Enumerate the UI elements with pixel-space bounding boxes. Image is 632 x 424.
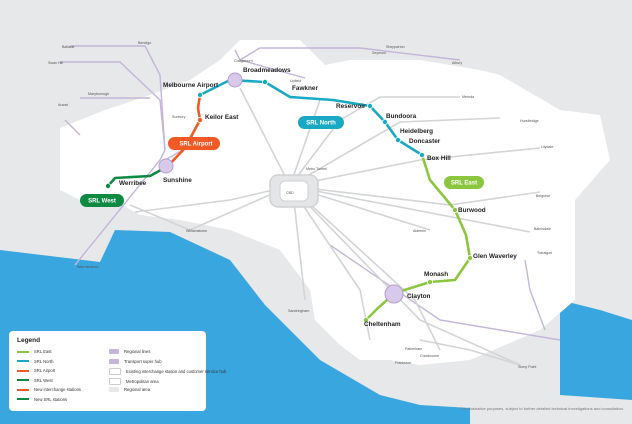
legend-item: SRL West bbox=[17, 378, 53, 383]
legend-item: Regional lines bbox=[109, 349, 150, 354]
svg-text:Williamstown: Williamstown bbox=[186, 229, 207, 233]
svg-text:Melbourne Airport: Melbourne Airport bbox=[163, 82, 219, 89]
srl-west-line bbox=[107, 164, 169, 187]
legend-swatch bbox=[109, 349, 119, 354]
place-labels: Ballarat Bendigo Swan Hill Maryborough A… bbox=[48, 41, 553, 369]
legend-swatch bbox=[17, 350, 29, 353]
svg-text:Sunshine: Sunshine bbox=[163, 177, 192, 184]
svg-text:Seymour: Seymour bbox=[372, 51, 387, 55]
svg-text:Hurstbridge: Hurstbridge bbox=[520, 119, 539, 123]
legend-item: SRL East bbox=[17, 349, 52, 354]
svg-text:Maryborough: Maryborough bbox=[88, 92, 109, 96]
svg-text:Cheltenham: Cheltenham bbox=[364, 321, 401, 328]
legend-label: Regional area bbox=[124, 387, 151, 392]
svg-text:Pakenham: Pakenham bbox=[405, 347, 422, 351]
svg-text:Glen Waverley: Glen Waverley bbox=[473, 253, 517, 260]
disclaimer-text: For illustrative purposes, subject to fu… bbox=[460, 406, 624, 411]
srl-stations bbox=[105, 79, 473, 323]
legend-item: SRL North bbox=[17, 359, 53, 364]
svg-text:Werribee: Werribee bbox=[119, 180, 147, 187]
svg-text:Clayton: Clayton bbox=[407, 293, 431, 300]
svg-text:SRL West: SRL West bbox=[88, 199, 116, 205]
svg-text:Cranbourne: Cranbourne bbox=[420, 354, 439, 358]
legend-swatch bbox=[109, 358, 119, 364]
svg-text:Mernda: Mernda bbox=[462, 95, 474, 99]
badge-srl-east: SRL East bbox=[444, 176, 484, 189]
broadmeadows-hub bbox=[227, 72, 243, 88]
svg-text:Ballarat: Ballarat bbox=[62, 45, 74, 49]
svg-text:Bairnsdale: Bairnsdale bbox=[534, 227, 551, 231]
svg-text:Fawkner: Fawkner bbox=[292, 85, 318, 92]
legend-item: Transport super hub bbox=[109, 358, 162, 364]
svg-text:Heidelberg: Heidelberg bbox=[400, 128, 433, 135]
legend-item: Regional area bbox=[109, 387, 150, 392]
srl-east-line bbox=[365, 154, 472, 321]
legend-label: SRL North bbox=[34, 358, 54, 364]
svg-text:Swan Hill: Swan Hill bbox=[48, 61, 63, 65]
legend-swatch bbox=[109, 377, 121, 385]
svg-text:Monash: Monash bbox=[424, 271, 448, 278]
svg-text:Warrnambool: Warrnambool bbox=[77, 265, 99, 269]
svg-text:CBD: CBD bbox=[286, 191, 294, 195]
svg-text:Frankston: Frankston bbox=[395, 361, 411, 365]
svg-text:SRL North: SRL North bbox=[306, 121, 336, 127]
legend-label: Regional lines bbox=[124, 349, 151, 354]
legend-item: New interchange stations bbox=[17, 387, 81, 392]
svg-text:Albury: Albury bbox=[452, 61, 462, 65]
svg-text:Keilor East: Keilor East bbox=[205, 114, 239, 121]
legend-title: Legend bbox=[17, 337, 41, 344]
legend-swatch bbox=[17, 388, 29, 391]
legend-label: Existing interchange station and custome… bbox=[126, 369, 227, 374]
svg-text:SRL Airport: SRL Airport bbox=[179, 142, 212, 148]
legend-item: Metropolitan area bbox=[109, 377, 159, 385]
legend-label: Metropolitan area bbox=[126, 378, 159, 384]
svg-text:SRL East: SRL East bbox=[451, 181, 477, 187]
legend-swatch bbox=[17, 379, 29, 381]
legend-label: Transport super hub bbox=[124, 358, 162, 364]
legend-label: SRL East bbox=[34, 349, 52, 354]
badge-srl-airport: SRL Airport bbox=[168, 137, 220, 150]
svg-text:Bendigo: Bendigo bbox=[138, 41, 151, 45]
svg-text:Traralgon: Traralgon bbox=[537, 251, 552, 255]
legend-swatch bbox=[17, 398, 29, 400]
svg-text:Ararat: Ararat bbox=[58, 103, 68, 107]
svg-text:Reservoir: Reservoir bbox=[336, 103, 366, 110]
legend-label: SRL West bbox=[34, 377, 53, 383]
badge-srl-north: SRL North bbox=[298, 116, 344, 129]
legend-label: New interchange stations bbox=[34, 387, 82, 392]
svg-text:Sunbury: Sunbury bbox=[172, 115, 186, 119]
legend-item: Existing interchange station and custome… bbox=[109, 368, 226, 375]
western-port-water bbox=[560, 300, 632, 400]
svg-text:Upfield: Upfield bbox=[290, 79, 301, 83]
svg-text:Belgrave: Belgrave bbox=[536, 194, 550, 198]
svg-text:Shepparton: Shepparton bbox=[386, 45, 405, 49]
svg-text:Box Hill: Box Hill bbox=[427, 155, 451, 162]
legend-item: SRL Airport bbox=[17, 368, 55, 373]
svg-text:Broadmeadows: Broadmeadows bbox=[243, 67, 291, 74]
svg-text:Alamein: Alamein bbox=[413, 229, 426, 233]
legend-swatch bbox=[17, 369, 29, 372]
legend-swatch bbox=[17, 360, 29, 362]
legend-label: New SRL stations bbox=[34, 396, 68, 402]
sunshine-hub bbox=[158, 158, 174, 174]
clayton-hub bbox=[384, 284, 404, 304]
station-labels: Broadmeadows Fawkner Reservoir Bundoora … bbox=[119, 67, 517, 328]
svg-text:Lilydale: Lilydale bbox=[541, 145, 553, 149]
svg-text:Metro Tunnel: Metro Tunnel bbox=[306, 167, 327, 171]
cbd-loop bbox=[269, 174, 319, 208]
legend-label: SRL Airport bbox=[34, 368, 56, 373]
legend-swatch bbox=[109, 368, 121, 375]
svg-text:Craigieburn: Craigieburn bbox=[234, 59, 253, 63]
svg-text:Doncaster: Doncaster bbox=[409, 138, 441, 145]
svg-text:Sandringham: Sandringham bbox=[288, 309, 309, 313]
svg-text:Burwood: Burwood bbox=[458, 207, 486, 214]
badge-srl-west: SRL West bbox=[80, 194, 124, 207]
legend-item: New SRL stations bbox=[17, 397, 67, 402]
transport-super-hubs bbox=[158, 72, 404, 304]
svg-text:Stony Point: Stony Point bbox=[518, 365, 536, 369]
legend-swatch bbox=[109, 387, 119, 392]
svg-text:Bundoora: Bundoora bbox=[386, 113, 417, 120]
